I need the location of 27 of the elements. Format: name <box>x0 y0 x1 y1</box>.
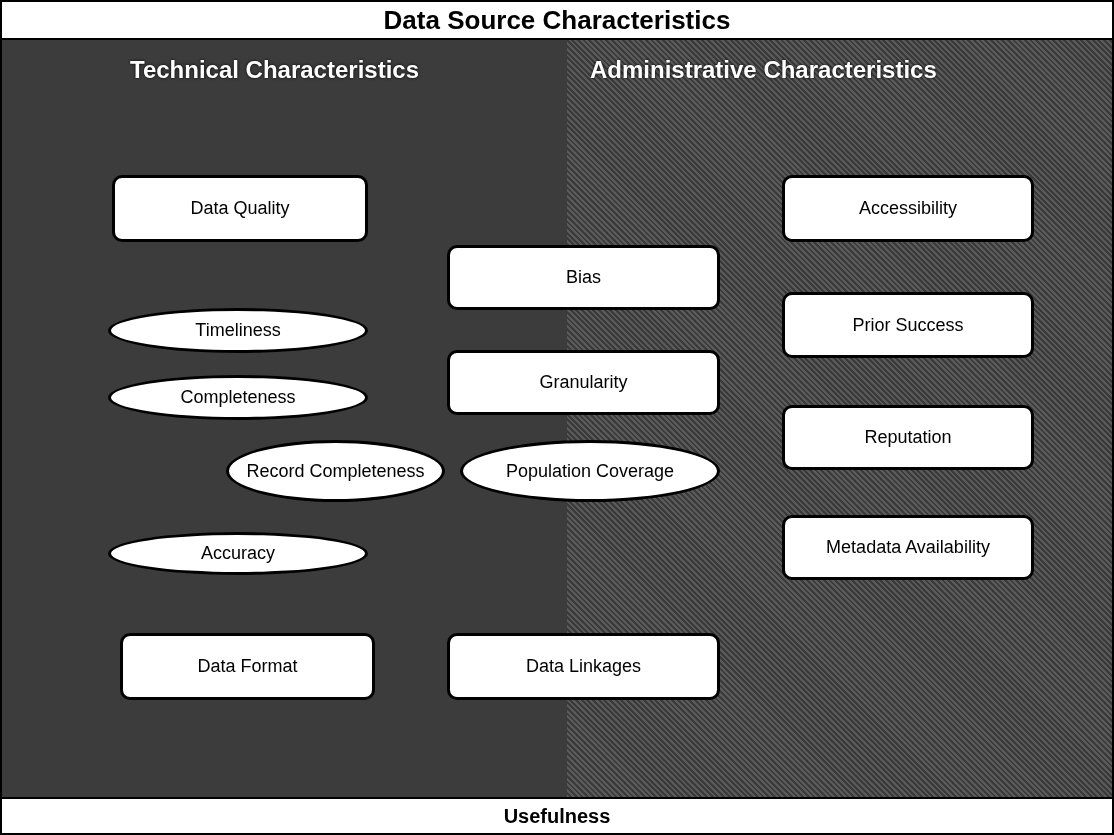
section-heading: Administrative Characteristics <box>590 56 937 84</box>
rounded-box <box>112 175 368 242</box>
rounded-box <box>782 405 1034 470</box>
rounded-box <box>782 515 1034 580</box>
rounded-box <box>782 292 1034 358</box>
rounded-box <box>447 350 720 415</box>
node-label: Completeness <box>180 387 296 408</box>
node-label: Bias <box>566 267 601 288</box>
node-label: Population Coverage <box>505 460 675 482</box>
rounded-box <box>447 245 720 310</box>
node-label: Record Completeness <box>246 460 425 482</box>
node-label: Data Quality <box>190 198 290 219</box>
node-label: Granularity <box>539 372 628 393</box>
node-label: Data Format <box>197 656 298 677</box>
node-label: Reputation <box>864 427 952 448</box>
node-label: Metadata Availability <box>826 537 990 558</box>
node-label: Data Source Characteristics <box>383 4 731 36</box>
rounded-box <box>782 175 1034 242</box>
rounded-box <box>447 633 720 700</box>
node-label: Accessibility <box>859 198 957 219</box>
node-label: Accuracy <box>201 543 275 564</box>
node-label: Timeliness <box>195 320 281 341</box>
rounded-box <box>120 633 375 700</box>
node-label: Prior Success <box>852 314 964 336</box>
node-label: Usefulness <box>503 804 611 828</box>
node-label: Data Linkages <box>525 656 642 677</box>
section-heading: Technical Characteristics <box>130 56 420 84</box>
